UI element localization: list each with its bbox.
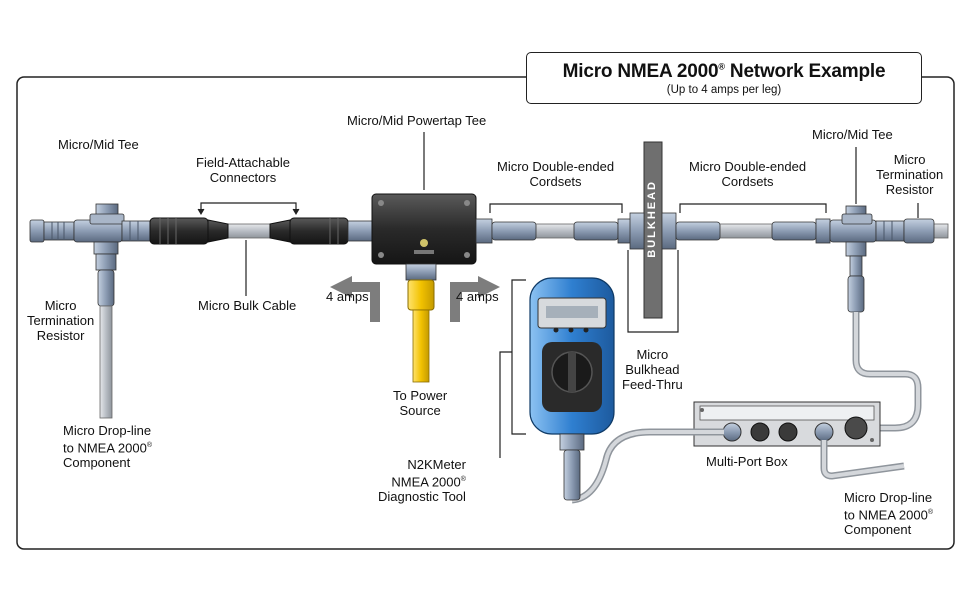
label-drop-left: Micro Drop-line to NMEA 2000® Component	[63, 423, 152, 471]
bulkhead-leader	[627, 250, 679, 333]
right-termination-resistor	[875, 218, 935, 244]
left-cordset-bracket	[489, 203, 623, 213]
label-bulk-cable: Micro Bulk Cable	[198, 298, 297, 313]
n2kmeter-device	[529, 277, 615, 501]
label-powertap: Micro/Mid Powertap Tee	[347, 113, 487, 128]
diagram-frame	[16, 76, 955, 550]
left-termination-resistor	[29, 219, 75, 243]
right-tee-connector	[829, 205, 877, 313]
left-field-connector	[149, 217, 229, 245]
field-connector-bracket	[200, 202, 297, 212]
powertap-tee	[371, 193, 477, 281]
label-amps-right: 4 amps	[456, 289, 499, 304]
diagram-subtitle: (Up to 4 amps per leg)	[666, 84, 782, 96]
multiport-box	[693, 401, 881, 447]
bulkhead	[629, 141, 677, 319]
label-amps-left: 4 amps	[326, 289, 369, 304]
meter-leader	[511, 279, 526, 435]
label-drop-right: Micro Drop-line to NMEA 2000® Component	[844, 490, 933, 538]
right-cordset	[675, 218, 831, 244]
bulkhead-vertical-text: BULKHEAD	[646, 180, 658, 258]
right-cordset-bracket	[679, 203, 827, 213]
label-multiport: Multi-Port Box	[706, 454, 788, 469]
label-right-tee: Micro/Mid Tee	[812, 127, 893, 142]
left-cordset	[475, 218, 633, 244]
left-amp-arrow	[330, 276, 380, 322]
label-meter: N2KMeter NMEA 2000® Diagnostic Tool	[378, 457, 466, 505]
right-field-connector	[269, 217, 373, 245]
right-amp-arrow	[450, 276, 500, 322]
power-cable	[407, 279, 435, 383]
meter-label-leader	[499, 351, 512, 458]
left-drop-line	[95, 253, 117, 419]
title-box: Micro NMEA 2000® Network Example (Up to …	[526, 52, 922, 104]
diagram-title: Micro NMEA 2000® Network Example	[562, 61, 886, 82]
left-tee-connector	[73, 203, 151, 255]
label-left-tee: Micro/Mid Tee	[58, 137, 139, 152]
